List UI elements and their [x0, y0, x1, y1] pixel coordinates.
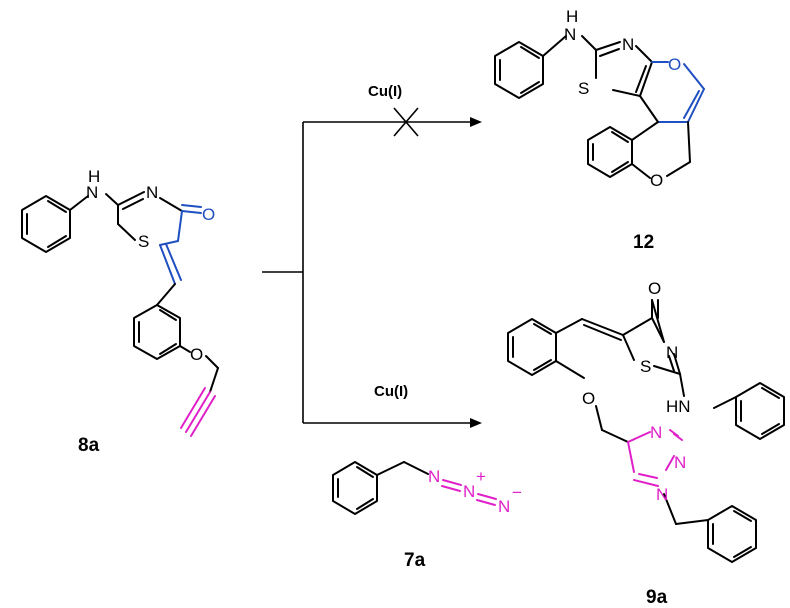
phenyl-ring: [735, 382, 785, 440]
condition-top: Cu(I): [368, 83, 402, 100]
atom-n: N: [428, 467, 440, 486]
atom-n: N: [86, 183, 98, 202]
atom-h: H: [88, 167, 100, 186]
compound-12-structure: [494, 35, 705, 179]
atom-h: H: [566, 7, 578, 26]
compound-9a-structure: [507, 299, 785, 563]
atom-n: N: [656, 485, 668, 504]
compound-label-9a: 9a: [646, 587, 668, 608]
charge-minus: −: [512, 483, 522, 502]
atom-o: O: [650, 171, 663, 190]
atom-n: N: [650, 423, 662, 442]
atom-n: N: [146, 183, 158, 202]
benzylidene-ring: [507, 318, 557, 376]
compound-label-12: 12: [633, 232, 654, 253]
atom-s: S: [578, 79, 589, 98]
atom-o: O: [668, 55, 681, 74]
atom-n: N: [622, 35, 634, 54]
benzo-ring: [587, 126, 633, 178]
compound-label-8a: 8a: [78, 435, 100, 456]
charge-plus: +: [476, 467, 486, 486]
compound-8a-structure: [21, 191, 219, 437]
atom-o: O: [202, 205, 215, 224]
atom-hn: HN: [666, 397, 691, 416]
atom-s: S: [138, 232, 149, 251]
reaction-arrows: [262, 107, 482, 428]
atom-n: N: [674, 453, 686, 472]
benzylidene-ring: [133, 304, 181, 360]
atom-o: O: [190, 345, 203, 364]
compound-7a-structure: [332, 461, 497, 515]
atom-n: N: [498, 497, 510, 516]
compound-label-7a: 7a: [404, 550, 426, 571]
benzyl-ring: [707, 505, 757, 563]
phenyl-ring: [21, 195, 71, 253]
phenyl-ring: [494, 41, 544, 99]
atom-n: N: [463, 482, 475, 501]
atom-o: O: [648, 279, 661, 298]
atom-o: O: [582, 389, 595, 408]
atom-s: S: [640, 357, 651, 376]
atom-n: N: [564, 25, 576, 44]
phenyl-ring: [332, 461, 378, 515]
atom-n: N: [666, 343, 678, 362]
condition-bottom: Cu(I): [374, 383, 408, 400]
